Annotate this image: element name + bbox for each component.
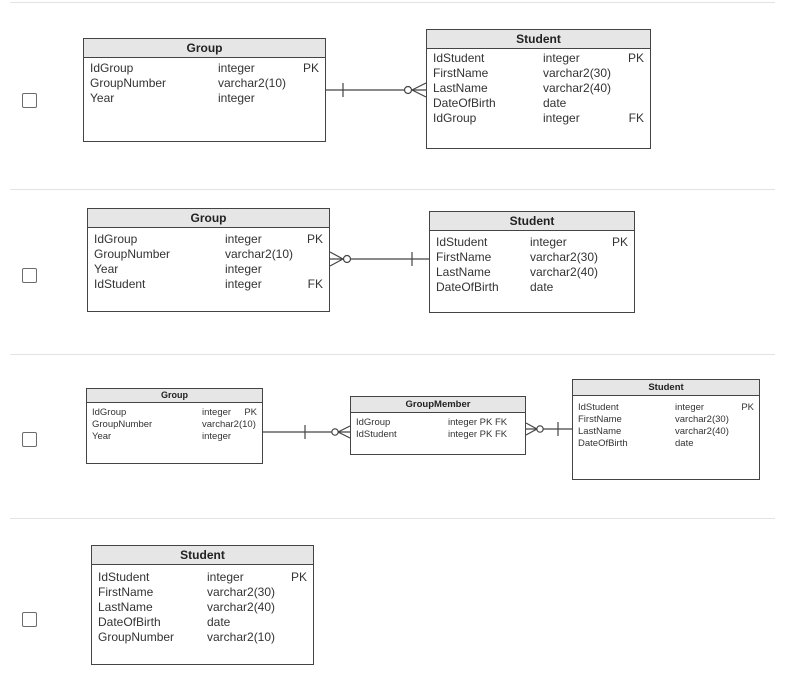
zero-circle bbox=[331, 428, 339, 436]
option-2-checkbox[interactable] bbox=[22, 268, 37, 283]
crow-foot bbox=[411, 89, 427, 98]
entity-title: Student bbox=[430, 212, 634, 231]
entity-title: Group bbox=[87, 389, 262, 403]
divider bbox=[10, 518, 775, 519]
entity-title: Student bbox=[92, 546, 313, 565]
divider bbox=[10, 2, 775, 3]
crow-foot bbox=[337, 431, 351, 439]
divider bbox=[10, 189, 775, 190]
crow-foot bbox=[329, 258, 344, 267]
entity-title: Group bbox=[84, 39, 325, 58]
option-1-checkbox[interactable] bbox=[22, 93, 37, 108]
crow-foot bbox=[329, 251, 344, 260]
zero-circle bbox=[403, 85, 413, 95]
crow-foot bbox=[525, 422, 538, 430]
entity-title: GroupMember bbox=[351, 397, 525, 413]
zero-circle bbox=[342, 254, 352, 264]
option-3-relationship-line-group bbox=[263, 425, 351, 439]
entity-title: Student bbox=[573, 380, 759, 396]
option-1-relationship-line bbox=[326, 82, 427, 98]
option-3-relationship-line-student bbox=[525, 422, 572, 436]
entity-title: Student bbox=[427, 30, 650, 49]
option-3-checkbox[interactable] bbox=[22, 432, 37, 447]
option-4-checkbox[interactable] bbox=[22, 612, 37, 627]
crow-foot bbox=[411, 82, 427, 91]
crow-foot bbox=[525, 428, 538, 436]
crow-foot bbox=[337, 425, 351, 433]
divider bbox=[10, 354, 775, 355]
entity-title: Group bbox=[88, 209, 329, 228]
option-2-relationship-line bbox=[329, 251, 429, 267]
zero-circle bbox=[536, 425, 544, 433]
